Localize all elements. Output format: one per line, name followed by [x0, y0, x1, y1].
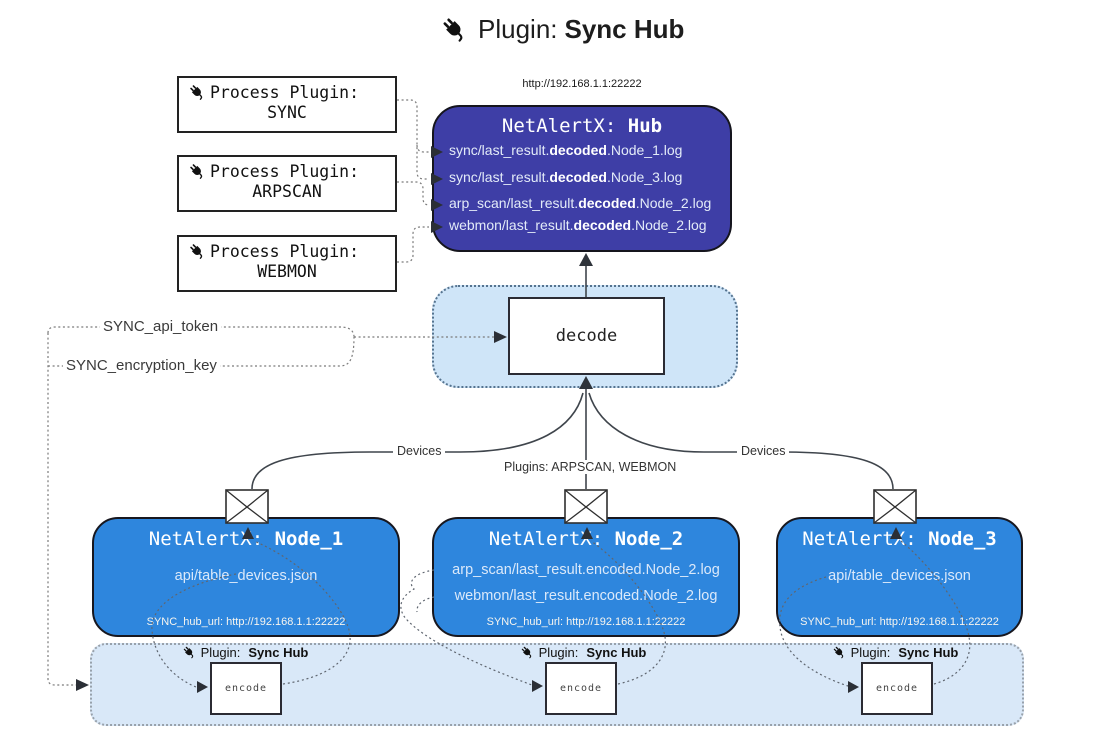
- node-file-list: api/table_devices.json: [778, 564, 1021, 588]
- encoder-plugin-label: Plugin: Sync Hub: [810, 645, 980, 660]
- node-hub-url: SYNC_hub_url: http://192.168.1.1:22222: [800, 616, 999, 628]
- process-plugin-box-webmon: Process Plugin: WEBMON: [177, 235, 397, 292]
- node-title-prefix: NetAlertX:: [488, 528, 615, 550]
- hub-log-list: sync/last_result.decoded.Node_1.log sync…: [434, 140, 730, 235]
- log-pre: arp_scan/last_result.: [449, 195, 579, 211]
- page-title: Plugin:Sync Hub: [440, 14, 684, 45]
- process-plugin-label: Process Plugin:: [210, 83, 360, 102]
- hub-box: NetAlertX: Hub sync/last_result.decoded.…: [432, 105, 732, 252]
- plug-icon: [188, 242, 207, 261]
- process-plugin-name: WEBMON: [257, 262, 317, 281]
- plug-icon: [182, 645, 197, 660]
- encoder-plugin-name: Sync Hub: [898, 645, 959, 660]
- plug-icon: [832, 645, 847, 660]
- node-file-list: api/table_devices.json: [94, 564, 398, 588]
- log-pre: sync/last_result.: [449, 169, 550, 185]
- process-plugin-box-sync: Process Plugin: SYNC: [177, 76, 397, 133]
- log-bold: decoded: [549, 142, 607, 158]
- node-box-node-3: NetAlertX: Node_3 api/table_devices.json…: [776, 517, 1023, 637]
- log-post: .Node_3.log: [606, 169, 683, 185]
- node-hub-url: SYNC_hub_url: http://192.168.1.1:22222: [146, 616, 346, 628]
- encoder-plugin-prefix: Plugin:: [850, 645, 891, 660]
- encoder-plugin-prefix: Plugin:: [538, 645, 579, 660]
- node-file: api/table_devices.json: [174, 568, 318, 584]
- setting-sync-encryption-key: SYNC_encryption_key: [63, 357, 220, 374]
- encode-box: encode: [210, 662, 282, 715]
- decode-box: decode: [508, 297, 665, 375]
- log-pre: sync/last_result.: [449, 142, 550, 158]
- encoder-plugin-name: Sync Hub: [248, 645, 309, 660]
- node-title: NetAlertX: Node_1: [94, 528, 398, 550]
- node-title: NetAlertX: Node_3: [778, 528, 1021, 550]
- hub-log-line: sync/last_result.decoded.Node_3.log: [434, 167, 730, 187]
- node-title-name: Node_2: [614, 528, 684, 550]
- encode-box: encode: [545, 662, 617, 715]
- edge-label-devices-right: Devices: [737, 444, 790, 458]
- node-file: webmon/last_result.encoded.Node_2.log: [454, 588, 718, 604]
- plug-icon: [188, 162, 207, 181]
- plug-icon: [520, 645, 535, 660]
- plug-icon: [440, 15, 470, 45]
- hub-url-label: http://192.168.1.1:22222: [522, 78, 642, 90]
- hub-log-line: arp_scan/last_result.decoded.Node_2.log: [434, 193, 730, 213]
- page-title-text: Plugin:Sync Hub: [478, 14, 684, 45]
- node-box-node-1: NetAlertX: Node_1 api/table_devices.json…: [92, 517, 400, 637]
- log-bold: decoded: [578, 195, 636, 211]
- log-pre: webmon/last_result.: [449, 217, 574, 233]
- encoder-plugin-name: Sync Hub: [586, 645, 647, 660]
- hub-title: NetAlertX: Hub: [434, 115, 730, 137]
- node-file-list: arp_scan/last_result.encoded.Node_2.log …: [434, 558, 738, 608]
- process-plugin-name: SYNC: [267, 103, 307, 122]
- node-file: api/table_devices.json: [828, 568, 971, 584]
- plug-icon: [188, 83, 207, 102]
- title-name: Sync Hub: [564, 14, 685, 44]
- node-title-prefix: NetAlertX:: [148, 528, 275, 550]
- edge-label-devices-left: Devices: [393, 444, 446, 458]
- log-post: .Node_1.log: [606, 142, 683, 158]
- hub-log-line: webmon/last_result.decoded.Node_2.log: [434, 215, 730, 235]
- encoder-plugin-label: Plugin: Sync Hub: [498, 645, 668, 660]
- encoder-plugin-label: Plugin: Sync Hub: [160, 645, 330, 660]
- node-title-name: Node_3: [928, 528, 997, 550]
- node-hub-url: SYNC_hub_url: http://192.168.1.1:22222: [486, 616, 686, 628]
- hub-log-line: sync/last_result.decoded.Node_1.log: [434, 140, 730, 160]
- node-file: arp_scan/last_result.encoded.Node_2.log: [452, 562, 720, 578]
- envelope-icon: [873, 489, 917, 524]
- log-bold: decoded: [549, 169, 607, 185]
- setting-sync-api-token: SYNC_api_token: [100, 318, 222, 335]
- process-plugin-box-arpscan: Process Plugin: ARPSCAN: [177, 155, 397, 212]
- process-plugin-name: ARPSCAN: [252, 182, 322, 201]
- hub-title-prefix: NetAlertX:: [501, 115, 628, 137]
- encode-box: encode: [861, 662, 933, 715]
- node-title-prefix: NetAlertX:: [802, 528, 929, 550]
- envelope-icon: [564, 489, 608, 524]
- log-post: .Node_2.log: [631, 217, 707, 233]
- log-post: .Node_2.log: [635, 195, 712, 211]
- edge-label-plugins-middle: Plugins: ARPSCAN, WEBMON: [500, 460, 681, 474]
- envelope-icon: [225, 489, 269, 524]
- encoder-plugin-prefix: Plugin:: [200, 645, 241, 660]
- node-title: NetAlertX: Node_2: [434, 528, 738, 550]
- process-plugin-label: Process Plugin:: [210, 242, 360, 261]
- node-title-name: Node_1: [274, 528, 344, 550]
- title-prefix: Plugin:: [478, 14, 558, 44]
- process-plugin-label: Process Plugin:: [210, 162, 360, 181]
- log-bold: decoded: [573, 217, 632, 233]
- hub-title-name: Hub: [627, 115, 663, 137]
- node-box-node-2: NetAlertX: Node_2 arp_scan/last_result.e…: [432, 517, 740, 637]
